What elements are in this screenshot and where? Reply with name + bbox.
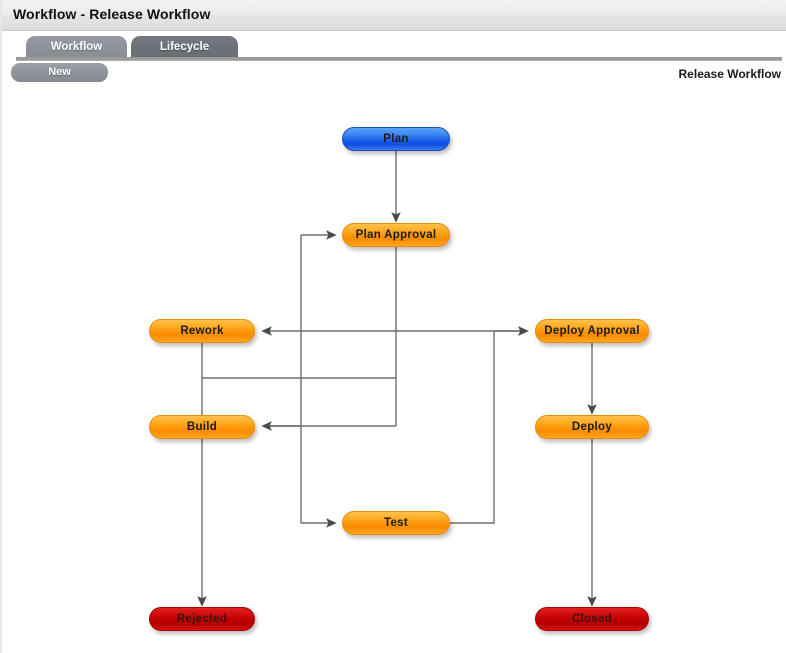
workflow-edges [197,151,597,607]
toolbar: New Release Workflow [2,61,786,89]
tab-divider [16,57,782,61]
node-rejected[interactable]: Rejected [149,607,255,631]
tab-strip: Workflow Lifecycle [2,31,786,63]
edge-test-to-deploy-approval [450,331,495,524]
node-plan-approval[interactable]: Plan Approval [342,223,450,247]
window-titlebar: Workflow - Release Workflow [2,0,786,31]
node-rework[interactable]: Rework [149,319,255,343]
node-deploy-approval[interactable]: Deploy Approval [535,319,649,343]
node-plan[interactable]: Plan [342,127,450,151]
node-test[interactable]: Test [342,511,450,535]
node-build[interactable]: Build [149,415,255,439]
window-title: Workflow - Release Workflow [13,6,211,22]
workflow-canvas[interactable]: Plan Plan Approval Rework Deploy Approva… [2,89,786,653]
new-button[interactable]: New [11,63,108,82]
node-deploy[interactable]: Deploy [535,415,649,439]
node-closed[interactable]: Closed [535,607,649,631]
page-title: Release Workflow [678,67,781,81]
